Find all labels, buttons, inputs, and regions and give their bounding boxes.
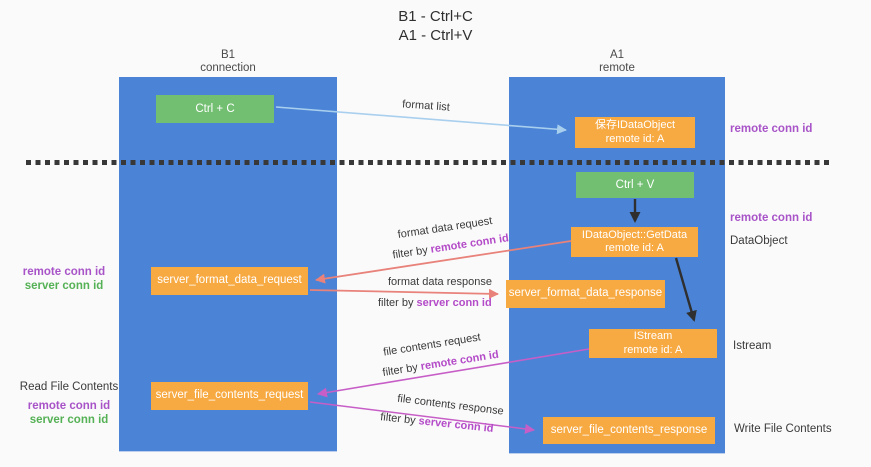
server-format-data-response-node: server_format_data_response <box>506 280 665 308</box>
save-idataobject-line2: remote id: A <box>605 132 665 145</box>
ctrl-v-node: Ctrl + V <box>576 172 694 198</box>
server-conn-id-emph: server conn id <box>417 415 495 435</box>
right-column-name: A1 <box>609 49 625 61</box>
istream-node: IStream remote id: A <box>589 329 717 358</box>
server-format-data-request-node: server_format_data_request <box>151 267 308 295</box>
right-mid-remote-conn-id-label: remote conn id <box>730 212 813 224</box>
title-line-1: B1 - Ctrl+C <box>398 8 473 25</box>
istream-line2: remote id: A <box>623 343 683 356</box>
ctrl-v-label: Ctrl + V <box>615 179 655 191</box>
left-bottom-conn-id-group: remote conn id server conn id <box>19 399 119 427</box>
boundary-dashed-line <box>26 160 832 165</box>
right-top-remote-conn-id-label: remote conn id <box>730 123 813 135</box>
filter-by-text: filter by <box>379 411 420 428</box>
server-file-contents-request-node: server_file_contents_request <box>151 382 308 410</box>
server-conn-id-emph: server conn id <box>416 297 492 309</box>
format-list-label: format list <box>401 98 451 114</box>
dataobject-label: DataObject <box>730 235 788 247</box>
title-line-2: A1 - Ctrl+V <box>398 27 473 44</box>
getdata-line2: remote id: A <box>605 242 664 254</box>
filter-by-text: filter by <box>391 243 432 262</box>
filter-by-text: filter by <box>381 361 422 379</box>
left-top-conn-id-group: remote conn id server conn id <box>14 265 114 293</box>
read-file-contents-label: Read File Contents <box>19 381 119 393</box>
format-data-response-arrow <box>309 288 499 299</box>
server-format-data-response-label: server_format_data_response <box>508 287 663 300</box>
right-column-header: A1 remote <box>509 49 725 75</box>
save-idataobject-line1: 保存IDataObject <box>594 119 676 131</box>
filter-by-text: filter by <box>378 297 417 309</box>
ctrl-c-node: Ctrl + C <box>156 95 274 123</box>
istream-line1: IStream <box>633 330 673 342</box>
remote-conn-id-emph: remote conn id <box>429 232 510 256</box>
ctrl-c-label: Ctrl + C <box>195 103 235 115</box>
server-file-contents-request-label: server_file_contents_request <box>155 389 304 402</box>
left-column-name: B1 <box>220 49 236 61</box>
server-format-data-request-label: server_format_data_request <box>157 274 302 287</box>
left-top-server-conn-id-label: server conn id <box>24 280 104 292</box>
server-file-contents-response-label: server_file_contents_response <box>550 423 708 436</box>
file-contents-response-filter-label: filter by server conn id <box>380 411 494 435</box>
idataobject-getdata-node: IDataObject::GetData remote id: A <box>571 227 698 257</box>
right-column-role: remote <box>599 62 635 74</box>
getdata-line1: IDataObject::GetData <box>581 228 688 241</box>
istream-side-label: Istream <box>733 340 772 352</box>
write-file-contents-label: Write File Contents <box>734 423 832 435</box>
remote-conn-id-emph: remote conn id <box>419 348 500 373</box>
format-data-response-label: format data response <box>388 276 492 288</box>
left-top-remote-conn-id-label: remote conn id <box>22 266 106 278</box>
server-file-contents-response-node: server_file_contents_response <box>543 417 715 444</box>
format-data-response-filter-label: filter by server conn id <box>378 297 492 309</box>
left-bottom-remote-conn-id-label: remote conn id <box>27 400 111 412</box>
left-column-header: B1 connection <box>119 49 337 75</box>
left-column-role: connection <box>200 62 256 74</box>
diagram-title: B1 - Ctrl+C A1 - Ctrl+V <box>0 7 871 45</box>
save-idataobject-node: 保存IDataObject remote id: A <box>575 117 695 148</box>
left-bottom-server-conn-id-label: server conn id <box>29 414 109 426</box>
